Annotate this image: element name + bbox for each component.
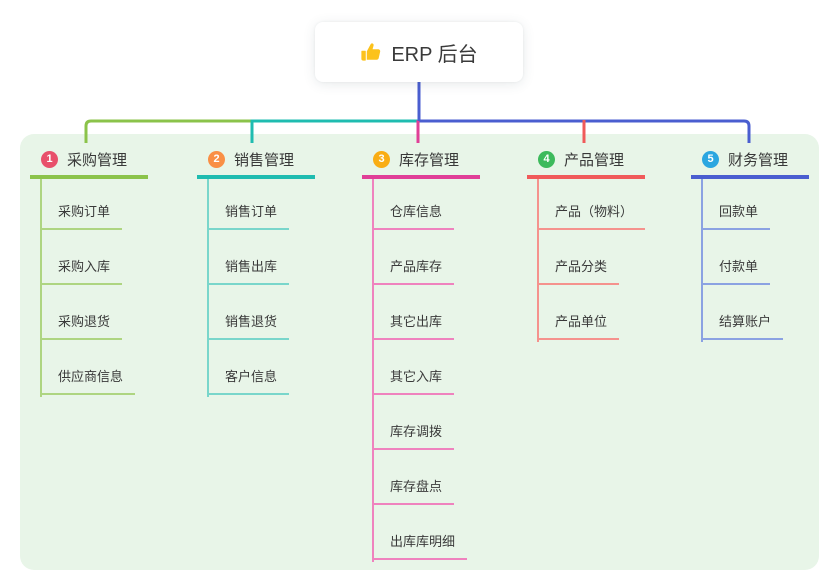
child-item[interactable]: 产品单位: [537, 312, 620, 340]
child-item[interactable]: 产品库存: [372, 257, 455, 285]
branch-number-badge: 2: [208, 151, 225, 168]
branch-rail-line: [537, 179, 539, 342]
branch-title-3[interactable]: 3 库存管理: [362, 140, 480, 179]
branch-rail-line: [701, 179, 703, 342]
branch-1: 1 采购管理采购订单采购入库采购退货供应商信息: [30, 140, 176, 570]
branch-rail-line: [372, 179, 374, 562]
child-item[interactable]: 销售退货: [207, 312, 290, 340]
child-item[interactable]: 产品分类: [537, 257, 620, 285]
branch-title-4[interactable]: 4 产品管理: [527, 140, 645, 179]
branch-title-1[interactable]: 1 采购管理: [30, 140, 148, 179]
child-item[interactable]: 其它入库: [372, 367, 455, 395]
child-item[interactable]: 其它出库: [372, 312, 455, 340]
child-item[interactable]: 采购退货: [40, 312, 123, 340]
root-label: ERP 后台: [391, 43, 478, 66]
child-item[interactable]: 出库库明细: [372, 532, 468, 560]
child-item[interactable]: 采购订单: [40, 202, 123, 230]
branch-number-badge: 4: [538, 151, 555, 168]
branch-title-label: 销售管理: [234, 152, 295, 169]
branch-rail-line: [207, 179, 209, 397]
child-item[interactable]: 结算账户: [701, 312, 784, 340]
branch-title-label: 产品管理: [564, 152, 625, 169]
child-item[interactable]: 销售出库: [207, 257, 290, 285]
branch-4: 4 产品管理产品（物料） 产品分类产品单位: [527, 140, 673, 570]
child-item[interactable]: 付款单: [701, 257, 771, 285]
branch-number-badge: 1: [41, 151, 58, 168]
branch-title-5[interactable]: 5 财务管理: [691, 140, 809, 179]
child-item[interactable]: 仓库信息: [372, 202, 455, 230]
branch-title-2[interactable]: 2 销售管理: [197, 140, 315, 179]
child-item[interactable]: 库存盘点: [372, 477, 455, 505]
branch-title-label: 采购管理: [67, 152, 128, 169]
branch-title-label: 库存管理: [399, 152, 460, 169]
branch-3: 3 库存管理仓库信息产品库存其它出库其它入库库存调拨库存盘点出库库明细: [362, 140, 508, 570]
branch-rail-line: [40, 179, 42, 397]
child-item[interactable]: 回款单: [701, 202, 771, 230]
branch-number-badge: 3: [373, 151, 390, 168]
child-item[interactable]: 采购入库: [40, 257, 123, 285]
child-item[interactable]: 库存调拨: [372, 422, 455, 450]
branch-number-badge: 5: [702, 151, 719, 168]
branch-2: 2 销售管理销售订单销售出库销售退货客户信息: [197, 140, 343, 570]
child-item[interactable]: 客户信息: [207, 367, 290, 395]
branches-panel: [20, 134, 819, 570]
thumbs-up-icon: [361, 43, 381, 61]
root-node[interactable]: ERP 后台: [315, 22, 523, 82]
branch-5: 5 财务管理回款单付款单结算账户: [691, 140, 837, 570]
child-item[interactable]: 产品（物料）: [537, 202, 646, 230]
child-item[interactable]: 供应商信息: [40, 367, 136, 395]
child-item[interactable]: 销售订单: [207, 202, 290, 230]
branch-title-label: 财务管理: [728, 152, 789, 169]
